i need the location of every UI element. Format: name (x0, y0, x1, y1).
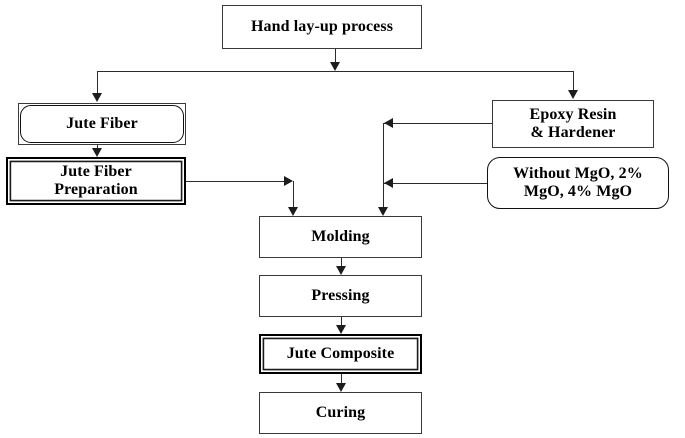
node-jute-fiber[interactable]: Jute Fiber (18, 103, 186, 145)
node-mgo-content[interactable]: Without MgO, 2% MgO, 4% MgO (487, 157, 669, 209)
node-epoxy-resin-hardener[interactable]: Epoxy Resin & Hardener (492, 100, 654, 148)
node-label: Hand lay-up process (250, 18, 394, 36)
node-label: Curing (315, 404, 366, 422)
connector-split-bus (97, 70, 574, 73)
connector-prep-right (186, 180, 290, 183)
connector-handlayup-down (334, 49, 337, 63)
node-molding[interactable]: Molding (259, 216, 422, 258)
arrowhead-handlayup-to-bus (329, 62, 340, 71)
arrowhead-composite-to-curing (336, 383, 346, 392)
node-pressing[interactable]: Pressing (259, 275, 422, 317)
arrowhead-jutefiber-to-prep (92, 148, 102, 157)
arrowhead-prep-right (284, 176, 293, 186)
connector-bus-right-drop (572, 70, 575, 91)
node-label: Jute Fiber (66, 115, 138, 133)
connector-bus-left-drop (96, 70, 99, 94)
arrowhead-bus-to-jute-fiber (92, 93, 102, 102)
node-jute-composite[interactable]: Jute Composite (259, 334, 422, 374)
arrowhead-molding-to-pressing (336, 266, 346, 275)
connector-pressing-to-composite (340, 317, 343, 329)
arrowhead-pressing-to-composite (336, 325, 346, 334)
connector-mgo-left (384, 182, 489, 185)
node-curing[interactable]: Curing (259, 392, 422, 434)
connector-epoxy-left (384, 122, 492, 125)
arrowhead-trunk-to-molding (378, 207, 388, 216)
node-label: Jute Fiber Preparation (54, 163, 138, 198)
node-hand-layup-process[interactable]: Hand lay-up process (222, 5, 422, 49)
arrowhead-mgo-to-trunk (384, 178, 393, 188)
arrowhead-prep-to-molding (288, 207, 298, 216)
node-label: Epoxy Resin & Hardener (529, 106, 617, 141)
node-label: Jute Composite (286, 345, 395, 363)
connector-jutefiber-to-prep (96, 145, 99, 150)
node-label: Pressing (311, 287, 370, 305)
connector-prep-down-to-molding (292, 180, 295, 209)
connector-resin-trunk (382, 122, 385, 209)
arrowhead-bus-to-epoxy (568, 90, 578, 99)
arrowhead-epoxy-to-trunk (384, 118, 393, 128)
connector-molding-to-pressing (340, 258, 343, 270)
node-label: Molding (311, 228, 370, 246)
node-label: Without MgO, 2% MgO, 4% MgO (513, 165, 643, 200)
node-jute-fiber-preparation[interactable]: Jute Fiber Preparation (6, 157, 186, 205)
connector-composite-to-curing (340, 374, 343, 386)
